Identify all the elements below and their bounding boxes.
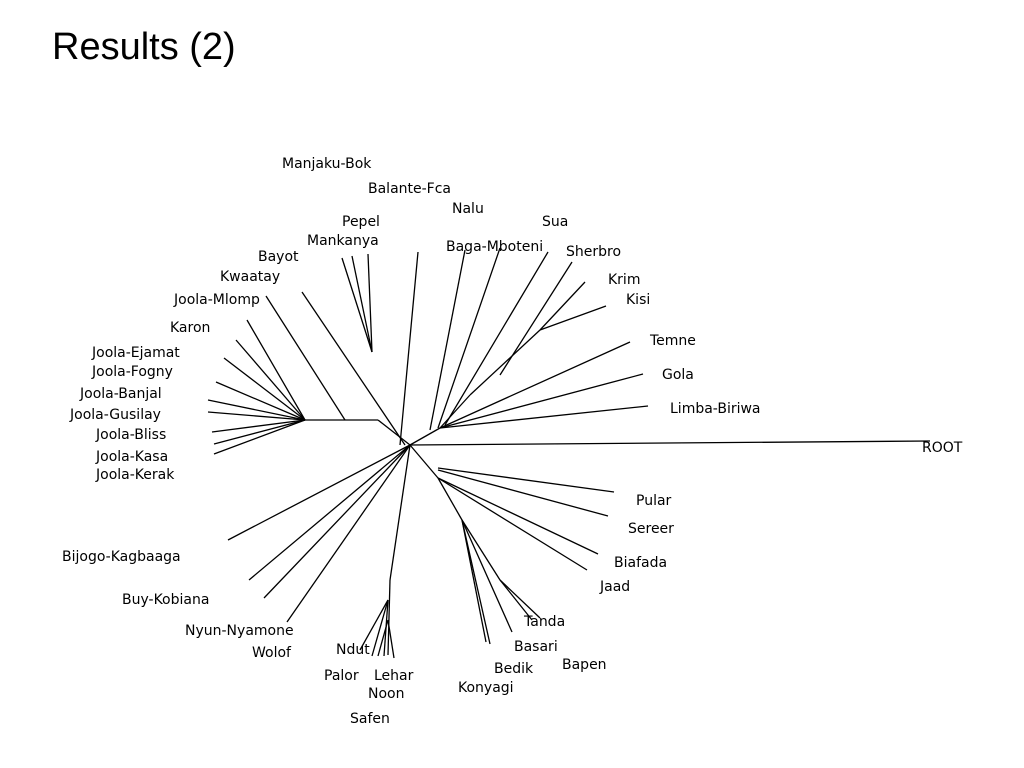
tree-internal-branch xyxy=(387,579,391,656)
tree-leaf-label: Joola-Mlomp xyxy=(173,292,260,308)
tree-leaf-label: Joola-Bliss xyxy=(95,427,166,443)
tree-leaf-label: Pepel xyxy=(342,214,380,230)
tree-leaf-branch xyxy=(286,444,411,623)
tree-leaf-label: Joola-Gusilay xyxy=(69,407,161,423)
tree-leaf-label: Joola-Banjal xyxy=(79,386,162,402)
tree-leaf-branch xyxy=(439,373,644,429)
tree-leaf-branch xyxy=(444,251,549,426)
tree-leaf-label: Joola-Kerak xyxy=(95,467,175,483)
tree-leaf-label: Wolof xyxy=(252,645,292,661)
tree-leaf-branch xyxy=(207,411,306,421)
tree-internal-branch xyxy=(409,444,439,479)
tree-leaf-branch xyxy=(387,619,395,659)
tree-leaf-label: Balante-Fca xyxy=(368,181,451,197)
tree-leaf-branch xyxy=(461,519,513,633)
tree-leaf-branch xyxy=(213,419,306,455)
tree-leaf-label: Noon xyxy=(368,686,404,702)
tree-leaf-label: Bapen xyxy=(562,657,607,673)
tree-leaf-label: Basari xyxy=(514,639,558,655)
tree-leaf-branch xyxy=(439,405,649,429)
tree-leaf-label: Lehar xyxy=(374,668,414,684)
tree-internal-branch xyxy=(389,444,411,581)
tree-leaf-branch xyxy=(383,599,389,657)
slide-title: Results (2) xyxy=(52,26,236,68)
tree-root-label: ROOT xyxy=(922,440,963,456)
tree-leaf-branch xyxy=(263,444,411,599)
tree-leaf-branch xyxy=(235,339,306,421)
tree-leaf-label: Palor xyxy=(324,668,359,684)
tree-leaf-branch xyxy=(499,579,541,619)
tree-leaf-label: Krim xyxy=(608,272,640,288)
tree-leaf-branch xyxy=(351,255,373,353)
tree-leaf-branch xyxy=(213,419,306,445)
tree-leaf-branch xyxy=(367,253,373,353)
tree-leaf-branch xyxy=(265,295,346,421)
tree-leaf-label: Nalu xyxy=(452,201,484,217)
tree-leaf-branch xyxy=(429,249,466,431)
tree-leaf-branch xyxy=(539,281,586,331)
tree-leaf-label: Bayot xyxy=(258,249,299,265)
tree-leaf-label: Sherbro xyxy=(566,244,621,260)
tree-leaf-label: Mankanya xyxy=(307,233,379,249)
tree-leaf-branch xyxy=(437,477,588,571)
tree-leaf-branch xyxy=(499,579,533,621)
tree-leaf-branch xyxy=(359,599,389,651)
tree-leaf-branch xyxy=(301,291,406,446)
tree-leaf-branch xyxy=(499,261,573,376)
tree-leaf-label: Kisi xyxy=(626,292,650,308)
tree-leaf-branch xyxy=(248,444,411,581)
tree-leaf-label: Sua xyxy=(542,214,568,230)
tree-leaf-branch xyxy=(437,477,599,555)
tree-leaf-label: Gola xyxy=(662,367,694,383)
tree-leaf-label: Temne xyxy=(649,333,696,349)
tree-leaf-branch xyxy=(399,251,419,446)
tree-leaf-branch xyxy=(371,599,389,657)
tree-leaf-label: Safen xyxy=(350,711,390,727)
tree-leaf-branch xyxy=(461,519,487,643)
tree-internal-branch xyxy=(409,440,931,446)
tree-leaf-label: Buy-Kobiana xyxy=(122,592,209,608)
tree-leaf-branch xyxy=(539,305,607,331)
tree-leaf-branch xyxy=(215,381,306,421)
tree-labels: Manjaku-BokBalante-FcaNaluPepelMankanyaS… xyxy=(62,156,963,727)
tree-internal-branch xyxy=(377,419,411,446)
tree-leaf-branch xyxy=(437,467,615,493)
tree-internal-branch xyxy=(437,477,463,521)
tree-leaf-branch xyxy=(437,247,501,429)
tree-leaf-label: Joola-Fogny xyxy=(91,364,173,380)
tree-internal-branch xyxy=(469,329,541,396)
tree-leaf-label: Bedik xyxy=(494,661,534,677)
tree-internal-branch xyxy=(439,394,471,429)
tree-internal-branch xyxy=(461,519,501,581)
tree-leaf-branch xyxy=(341,257,373,353)
tree-leaf-label: Tanda xyxy=(523,614,565,630)
tree-leaf-branch xyxy=(207,399,306,421)
tree-leaf-label: Manjaku-Bok xyxy=(282,156,372,172)
tree-leaf-branch xyxy=(437,469,609,517)
tree-leaf-label: Limba-Biriwa xyxy=(670,401,761,417)
tree-leaf-label: Konyagi xyxy=(458,680,514,696)
tree-leaf-label: Joola-Ejamat xyxy=(91,345,180,361)
tree-leaf-label: Kwaatay xyxy=(220,269,280,285)
tree-leaf-label: Sereer xyxy=(628,521,674,537)
tree-leaf-label: Karon xyxy=(170,320,210,336)
tree-leaf-label: Nyun-Nyamone xyxy=(185,623,294,639)
tree-leaf-label: Joola-Kasa xyxy=(95,449,168,465)
tree-leaf-branch xyxy=(223,357,306,421)
tree-leaf-label: Ndut xyxy=(336,642,370,658)
tree-leaf-label: Bijogo-Kagbaaga xyxy=(62,549,181,565)
tree-branches xyxy=(207,247,931,659)
tree-leaf-branch xyxy=(439,341,631,429)
tree-leaf-label: Baga-Mboteni xyxy=(446,239,543,255)
tree-leaf-label: Jaad xyxy=(599,579,630,595)
tree-leaf-branch xyxy=(227,444,411,541)
tree-leaf-label: Biafada xyxy=(614,555,667,571)
tree-leaf-branch xyxy=(211,419,306,433)
tree-leaf-label: Pular xyxy=(636,493,672,509)
tree-leaf-branch xyxy=(246,319,306,421)
tree-internal-branch xyxy=(409,427,441,446)
